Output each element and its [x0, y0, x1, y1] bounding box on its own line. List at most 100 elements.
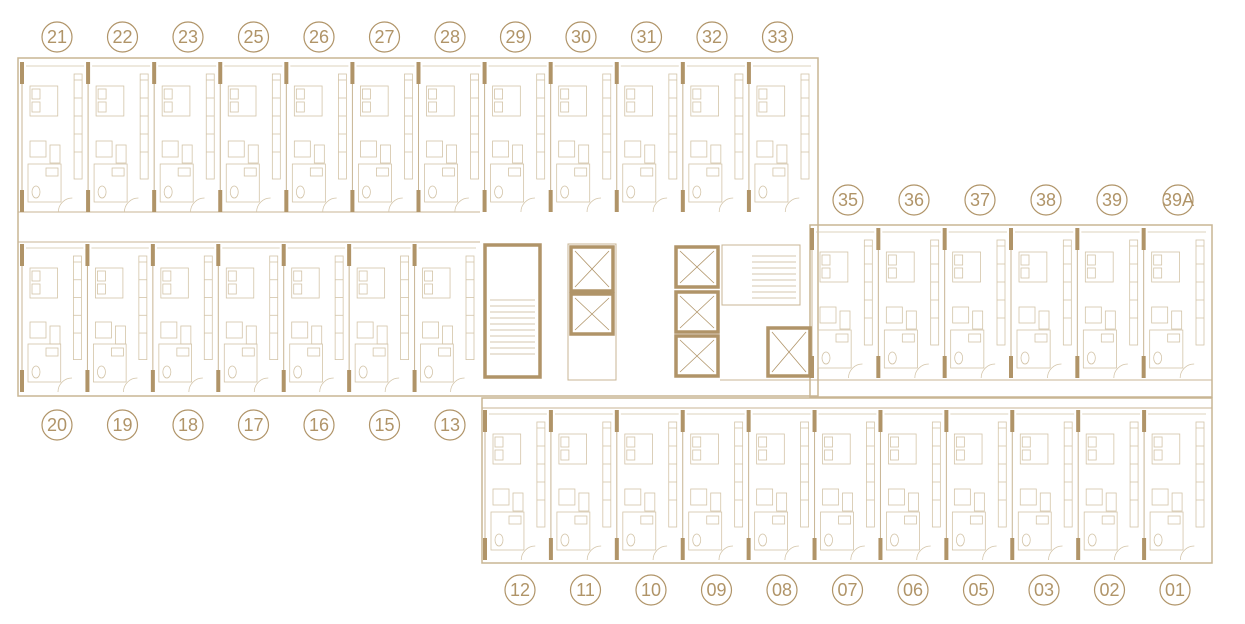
desk — [1104, 310, 1116, 330]
wardrobe — [996, 239, 1006, 346]
pillow — [1086, 267, 1096, 279]
sink — [904, 515, 917, 525]
pillow — [1020, 254, 1030, 266]
wall-pier — [284, 62, 289, 84]
north-bottom-unit — [287, 247, 346, 393]
unit-label-ring — [964, 184, 996, 216]
sink — [442, 167, 455, 177]
bed — [1151, 251, 1180, 283]
unit-number: 11 — [576, 580, 595, 600]
north-top-unit — [686, 65, 745, 213]
unit-label-38: 38 — [1030, 184, 1062, 216]
unit-number: 20 — [47, 415, 67, 435]
wardrobe — [73, 73, 83, 180]
door-swing — [1047, 363, 1062, 379]
wardrobe — [203, 255, 213, 360]
pillow — [424, 270, 433, 282]
wardrobe — [931, 421, 941, 528]
door-swing — [384, 377, 400, 393]
bed — [558, 85, 587, 117]
bed — [690, 85, 719, 117]
sink — [640, 167, 654, 177]
bed — [1018, 251, 1048, 283]
pillow — [1153, 267, 1163, 279]
toilet — [494, 185, 503, 199]
door-swing — [850, 545, 865, 561]
toilet — [1153, 351, 1163, 365]
wall-pier — [86, 190, 91, 212]
wall-pier — [20, 370, 24, 392]
unit-label-25: 25 — [237, 21, 270, 53]
sink — [376, 167, 389, 177]
desk — [115, 144, 127, 164]
door-swing — [1048, 545, 1063, 561]
unit-number: 35 — [838, 190, 858, 210]
north-top-unit — [356, 65, 415, 213]
pillow — [97, 283, 106, 295]
sink — [307, 347, 321, 357]
armchair — [819, 306, 837, 324]
armchair — [95, 140, 113, 158]
elevator-shaft — [766, 326, 812, 378]
unit-label-ring — [172, 409, 204, 441]
pillow — [824, 449, 833, 461]
wall-pier — [876, 356, 881, 378]
wall-pier — [284, 190, 289, 212]
pillow — [626, 101, 636, 113]
unit-label-22: 22 — [106, 21, 139, 53]
pillow — [428, 88, 437, 100]
toilet — [692, 185, 702, 199]
wardrobe — [205, 73, 215, 180]
pillow — [97, 101, 107, 113]
pillow — [890, 449, 899, 461]
wall-pier — [347, 244, 352, 266]
pillow — [955, 436, 965, 448]
unit-number: 19 — [112, 415, 132, 435]
bathroom — [1149, 329, 1184, 369]
unit-label-ring — [303, 21, 335, 53]
bathroom — [754, 163, 789, 203]
unit-label-05: 05 — [962, 574, 995, 606]
unit-label-ring — [41, 409, 73, 441]
sink — [968, 333, 982, 343]
bathroom — [817, 329, 852, 369]
unit-number: 21 — [47, 27, 67, 47]
unit-label-17: 17 — [237, 409, 270, 441]
bathroom — [556, 511, 591, 551]
bed — [492, 433, 522, 465]
sink — [45, 347, 59, 357]
door-swing — [454, 197, 469, 213]
desk — [49, 325, 61, 345]
door-swing — [57, 377, 73, 393]
room-fixtures — [26, 65, 1206, 561]
unit-label-ring — [41, 21, 73, 53]
north-top-unit — [620, 65, 679, 213]
south-bottom-unit — [818, 413, 877, 561]
wall-pier — [1141, 228, 1146, 250]
unit-number: 30 — [571, 27, 591, 47]
pillow — [358, 283, 368, 295]
armchair — [161, 140, 179, 158]
unit-label-31: 31 — [630, 21, 663, 53]
toilet — [358, 365, 368, 379]
wall-pier — [1010, 538, 1015, 560]
east-top-unit — [1015, 231, 1074, 379]
pillow — [293, 283, 303, 295]
east-top-unit — [1081, 231, 1140, 379]
wall-pier — [1009, 356, 1013, 378]
sink — [1167, 333, 1181, 343]
bed — [624, 433, 653, 465]
wardrobe — [1195, 239, 1205, 346]
unit-number: 15 — [374, 415, 394, 435]
unit-label-39A: 39A — [1162, 184, 1194, 216]
unit-label-02: 02 — [1093, 574, 1126, 606]
door-swing — [718, 197, 734, 213]
toilet — [97, 185, 107, 199]
wall-pier — [412, 370, 417, 392]
door-swing — [188, 377, 203, 393]
wall-pier — [1141, 356, 1146, 378]
unit-label-11: 11 — [569, 574, 602, 606]
armchair — [29, 140, 47, 158]
door-swing — [57, 197, 73, 213]
wall-pier — [1010, 410, 1015, 432]
